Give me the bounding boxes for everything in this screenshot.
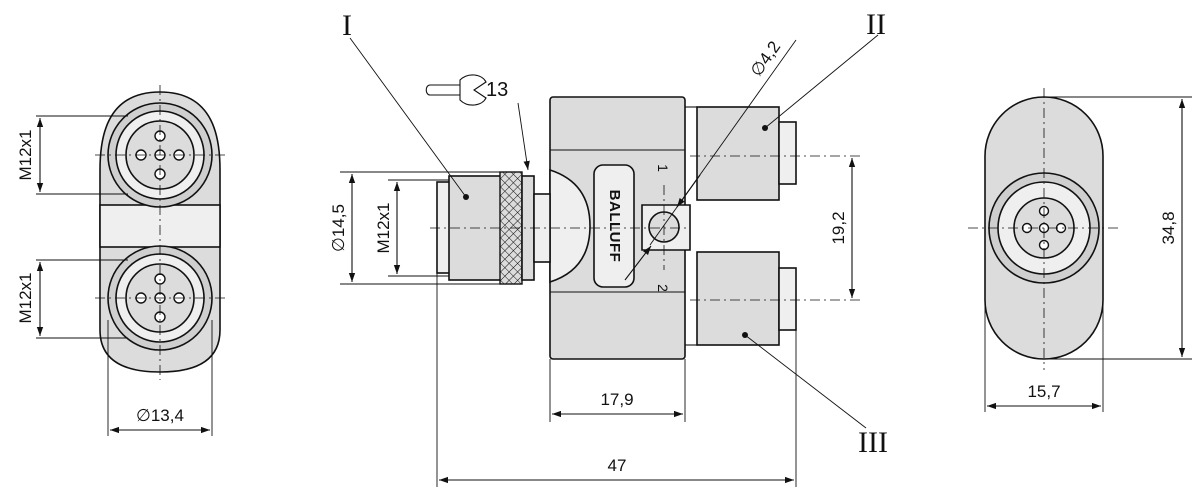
manufacturer-logo: BALLUFF [606,190,623,263]
right-view: 34,8 15,7 [968,88,1192,412]
dim-left-thread-bottom: M12x1 [16,272,35,323]
dim-right-width: 15,7 [1027,382,1060,401]
dim-mounting-hole-diameter: ∅4,2 [747,38,785,80]
dim-port-spacing: 19,2 [829,211,848,244]
dim-body-length: 17,9 [600,390,633,409]
callout-part-III: III [858,426,888,459]
front-view: BALLUFF 1 2 13 [329,8,888,487]
dim-left-diameter: ∅13,4 [136,406,184,425]
dim-overall-length: 47 [608,456,627,475]
left-view: M12x1 M12x1 ∅13,4 [16,85,228,436]
dim-left-thread-top: M12x1 [16,129,35,180]
dim-right-height: 34,8 [1159,211,1178,244]
dim-front-input-diameter: ∅14,5 [329,204,348,252]
wrench-size: 13 [486,79,508,101]
dim-front-input-thread: M12x1 [374,202,393,253]
port-number-1: 1 [655,164,671,172]
port-number-2: 2 [655,284,671,292]
callout-part-I: I [342,9,352,42]
callout-part-II: II [866,8,886,41]
